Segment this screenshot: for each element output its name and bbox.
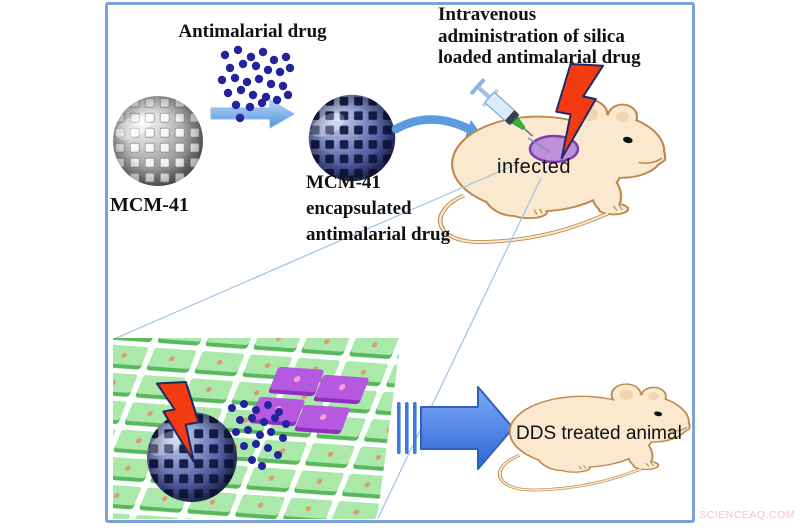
encapsulated-line1: MCM-41 (306, 172, 381, 193)
released-drug-dots (228, 400, 290, 470)
administration-label: Intravenous administration of silica loa… (438, 4, 703, 69)
drug-molecule-dots (217, 45, 295, 123)
mcm41-gray-sphere (111, 96, 203, 186)
figure-border-frame (105, 2, 695, 523)
syringe-icon (470, 78, 534, 137)
administration-line2: administration of silica (438, 25, 625, 47)
encapsulated-line2: encapsulated (306, 198, 412, 219)
block-right-arrow-icon (397, 386, 514, 470)
mcm41-loaded-blue-sphere (307, 94, 396, 182)
antimalarial-drug-label: Antimalarial drug (178, 21, 327, 42)
tissue-zoom-box (113, 338, 401, 519)
zoom-callout-lines (113, 162, 542, 519)
infected-label: infected (497, 156, 572, 178)
encapsulated-line3: antimalarial drug (306, 224, 451, 245)
mcm41-label: MCM-41 (110, 194, 189, 216)
right-arrow-icon (210, 99, 295, 129)
healthy-cell-tiles (113, 338, 401, 519)
encapsulated-label: MCM-41 encapsulated antimalarial drug (306, 170, 476, 248)
watermark: SCIENCEAQ.COM (699, 509, 795, 521)
administration-line1: Intravenous (438, 4, 537, 25)
administration-line3: loaded antimalarial drug (438, 47, 641, 68)
dds-treated-label: DDS treated animal (516, 423, 682, 444)
